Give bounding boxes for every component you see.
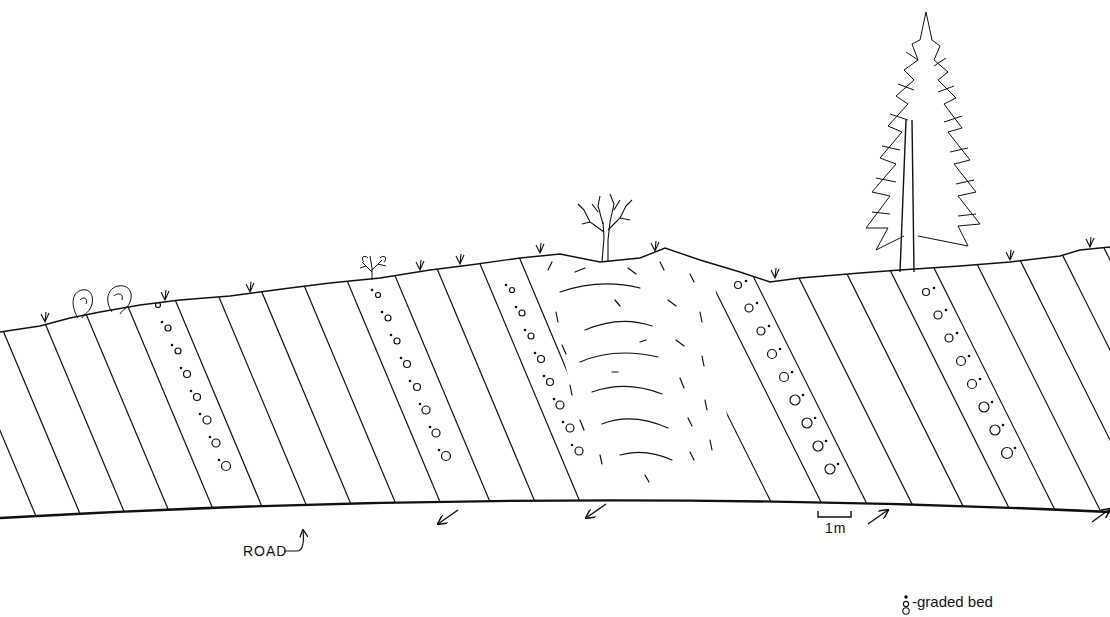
graded-bed-symbol [903,596,909,614]
slump-fold [548,262,712,482]
road-line [0,500,1110,518]
bedding-lines [0,240,638,540]
conifer-tree [866,12,980,272]
bedding-lines [640,240,1110,540]
graded-bed-dots [151,280,1017,466]
direction-arrow [438,504,1110,524]
scale-bar [818,511,851,517]
tree [578,194,632,262]
grass-tuft [41,237,1094,322]
scale-label: 1m [825,520,846,536]
bush [73,256,386,318]
road-label: ROAD [243,543,287,559]
legend-entry: -graded bed [912,593,993,610]
ground-surface [0,247,1110,332]
graded-bed [156,282,1013,475]
legend-text: -graded bed [912,593,993,610]
